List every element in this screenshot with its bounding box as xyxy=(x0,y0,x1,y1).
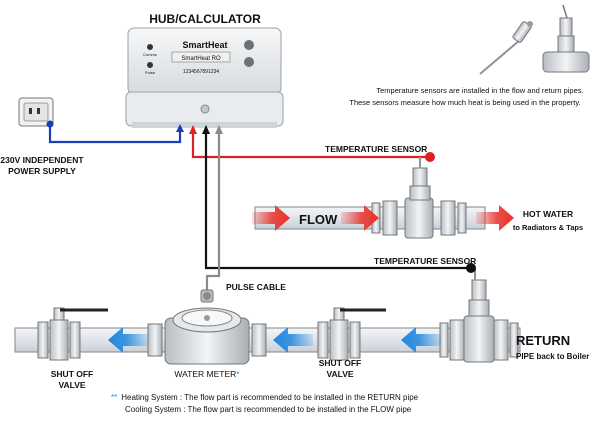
return-sensor-dot xyxy=(466,263,476,273)
shut-off-left-line2: VALVE xyxy=(58,380,85,390)
footnote-line1: ** Heating System : The flow part is reco… xyxy=(111,393,419,402)
water-meter-label-text: WATER METER xyxy=(174,369,236,379)
pulse-cable xyxy=(205,132,221,298)
return-arrow-1 xyxy=(108,327,148,353)
return-sensor-cable xyxy=(204,132,471,270)
hub-serial: 1234567891234 xyxy=(183,69,219,75)
return-temp-sensor-label: TEMPERATURE SENSOR xyxy=(374,256,476,266)
hub-button-top xyxy=(244,40,254,50)
led-label-pulse: Pulse xyxy=(145,70,156,75)
hub-brand-logo: SmartHeat xyxy=(182,40,227,50)
power-cable xyxy=(48,124,182,144)
flow-sensor-tee xyxy=(371,152,467,239)
status-led-pulse xyxy=(147,62,153,68)
pulse-cable-label: PULSE CABLE xyxy=(226,282,286,292)
shut-off-left-line1: SHUT OFF xyxy=(51,369,94,379)
return-cable-arrowhead xyxy=(202,125,210,134)
return-arrow-2 xyxy=(273,327,313,353)
flow-label: FLOW xyxy=(299,212,338,227)
return-arrow-3 xyxy=(401,327,441,353)
shut-off-valve-right xyxy=(317,307,386,361)
return-label: RETURN xyxy=(516,333,570,348)
footnote-line1-text: Heating System : The flow part is recomm… xyxy=(121,393,418,402)
shut-off-right-line1: SHUT OFF xyxy=(319,358,362,368)
footnote-line2: Cooling System : The flow part is recomm… xyxy=(125,405,412,414)
hub-display-text: SmartHeat RO xyxy=(181,56,221,62)
power-supply-label-line1: 230V INDEPENDENT xyxy=(0,155,84,165)
flow-cable-arrowhead xyxy=(189,125,197,134)
hub-calculator: Comms Pulse SmartHeat SmartHeat RO 12345… xyxy=(125,27,284,128)
water-meter xyxy=(147,289,267,365)
flow-arrow-3 xyxy=(476,205,514,231)
hot-water-label-line1: HOT WATER xyxy=(523,209,573,219)
hub-button-bottom xyxy=(244,57,254,67)
led-label-comms: Comms xyxy=(143,52,157,57)
pulse-sensor-dot xyxy=(203,292,211,300)
water-meter-asterisk: * xyxy=(236,369,240,379)
shut-off-valve-left xyxy=(37,307,108,361)
hot-water-label-line2: to Radiators & Taps xyxy=(513,223,583,232)
hub-display xyxy=(171,51,231,63)
flow-arrow-1 xyxy=(252,205,290,231)
power-supply-label-line2: POWER SUPPLY xyxy=(8,166,76,176)
return-sub-label: PIPE back to Boiler xyxy=(516,352,589,361)
return-sensor-tee xyxy=(439,263,519,363)
flow-sensor-cable xyxy=(191,132,430,159)
sensor-note-line1: Temperature sensors are installed in the… xyxy=(376,86,583,95)
hub-title: HUB/CALCULATOR xyxy=(149,12,261,26)
hub-screw xyxy=(200,104,210,114)
flow-arrow-2 xyxy=(341,205,379,231)
water-meter-label: WATER METER* xyxy=(174,369,240,379)
status-led-comms xyxy=(147,44,153,50)
sensor-note-line2: These sensors measure how much heat is b… xyxy=(349,98,580,107)
flow-temp-sensor-label: TEMPERATURE SENSOR xyxy=(325,144,427,154)
pulse-cable-arrowhead xyxy=(215,125,223,134)
flow-sensor-dot xyxy=(425,152,435,162)
footnote-mark: ** xyxy=(111,393,117,402)
power-cable-arrowhead xyxy=(176,124,184,132)
shut-off-right-line2: VALVE xyxy=(326,369,353,379)
power-socket-icon xyxy=(18,97,54,128)
sensor-probe-illustration xyxy=(479,4,590,75)
